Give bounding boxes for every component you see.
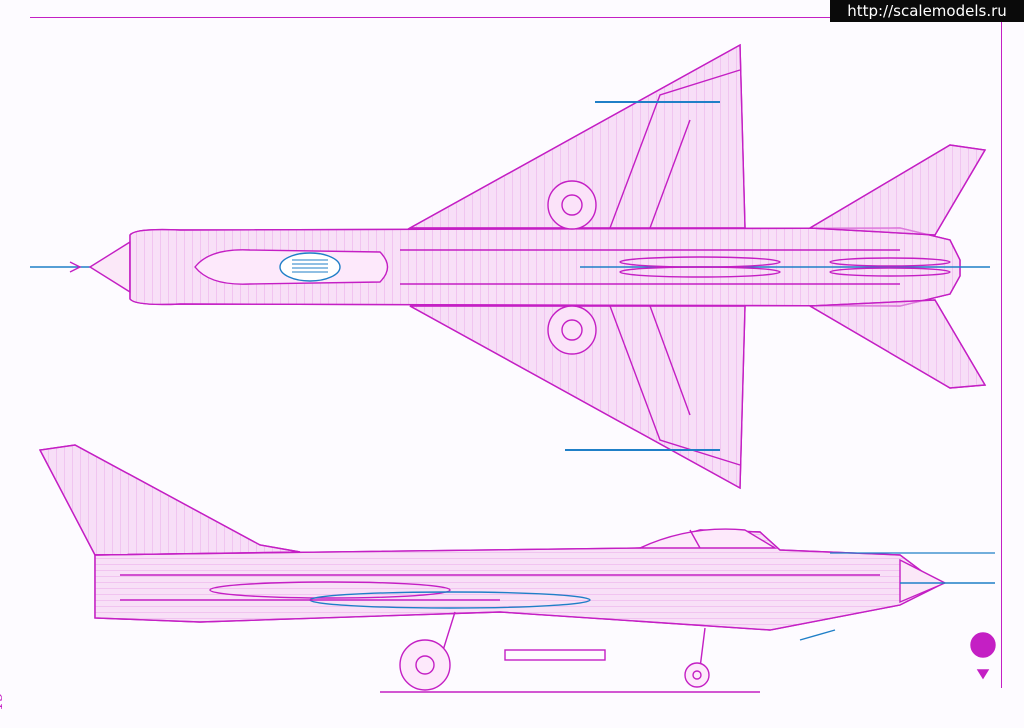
emblem-icon (970, 632, 996, 658)
ventral-store (504, 649, 606, 661)
frame-top-line (30, 17, 994, 18)
watermark-url: http://scalemodels.ru (830, 0, 1024, 22)
cockpit-top (279, 252, 341, 282)
nose-cone-side (899, 558, 947, 604)
side-view (38, 444, 996, 693)
wheel-well-lower (547, 305, 597, 355)
canopy-side (639, 528, 778, 549)
main-wheel (399, 639, 451, 691)
top-view (30, 43, 990, 490)
frame-right-line (1001, 17, 1002, 688)
nose-wheel (684, 662, 710, 688)
nose-cone-top (88, 240, 131, 294)
page-number: 15 (0, 692, 6, 710)
wheel-well-upper (547, 180, 597, 230)
